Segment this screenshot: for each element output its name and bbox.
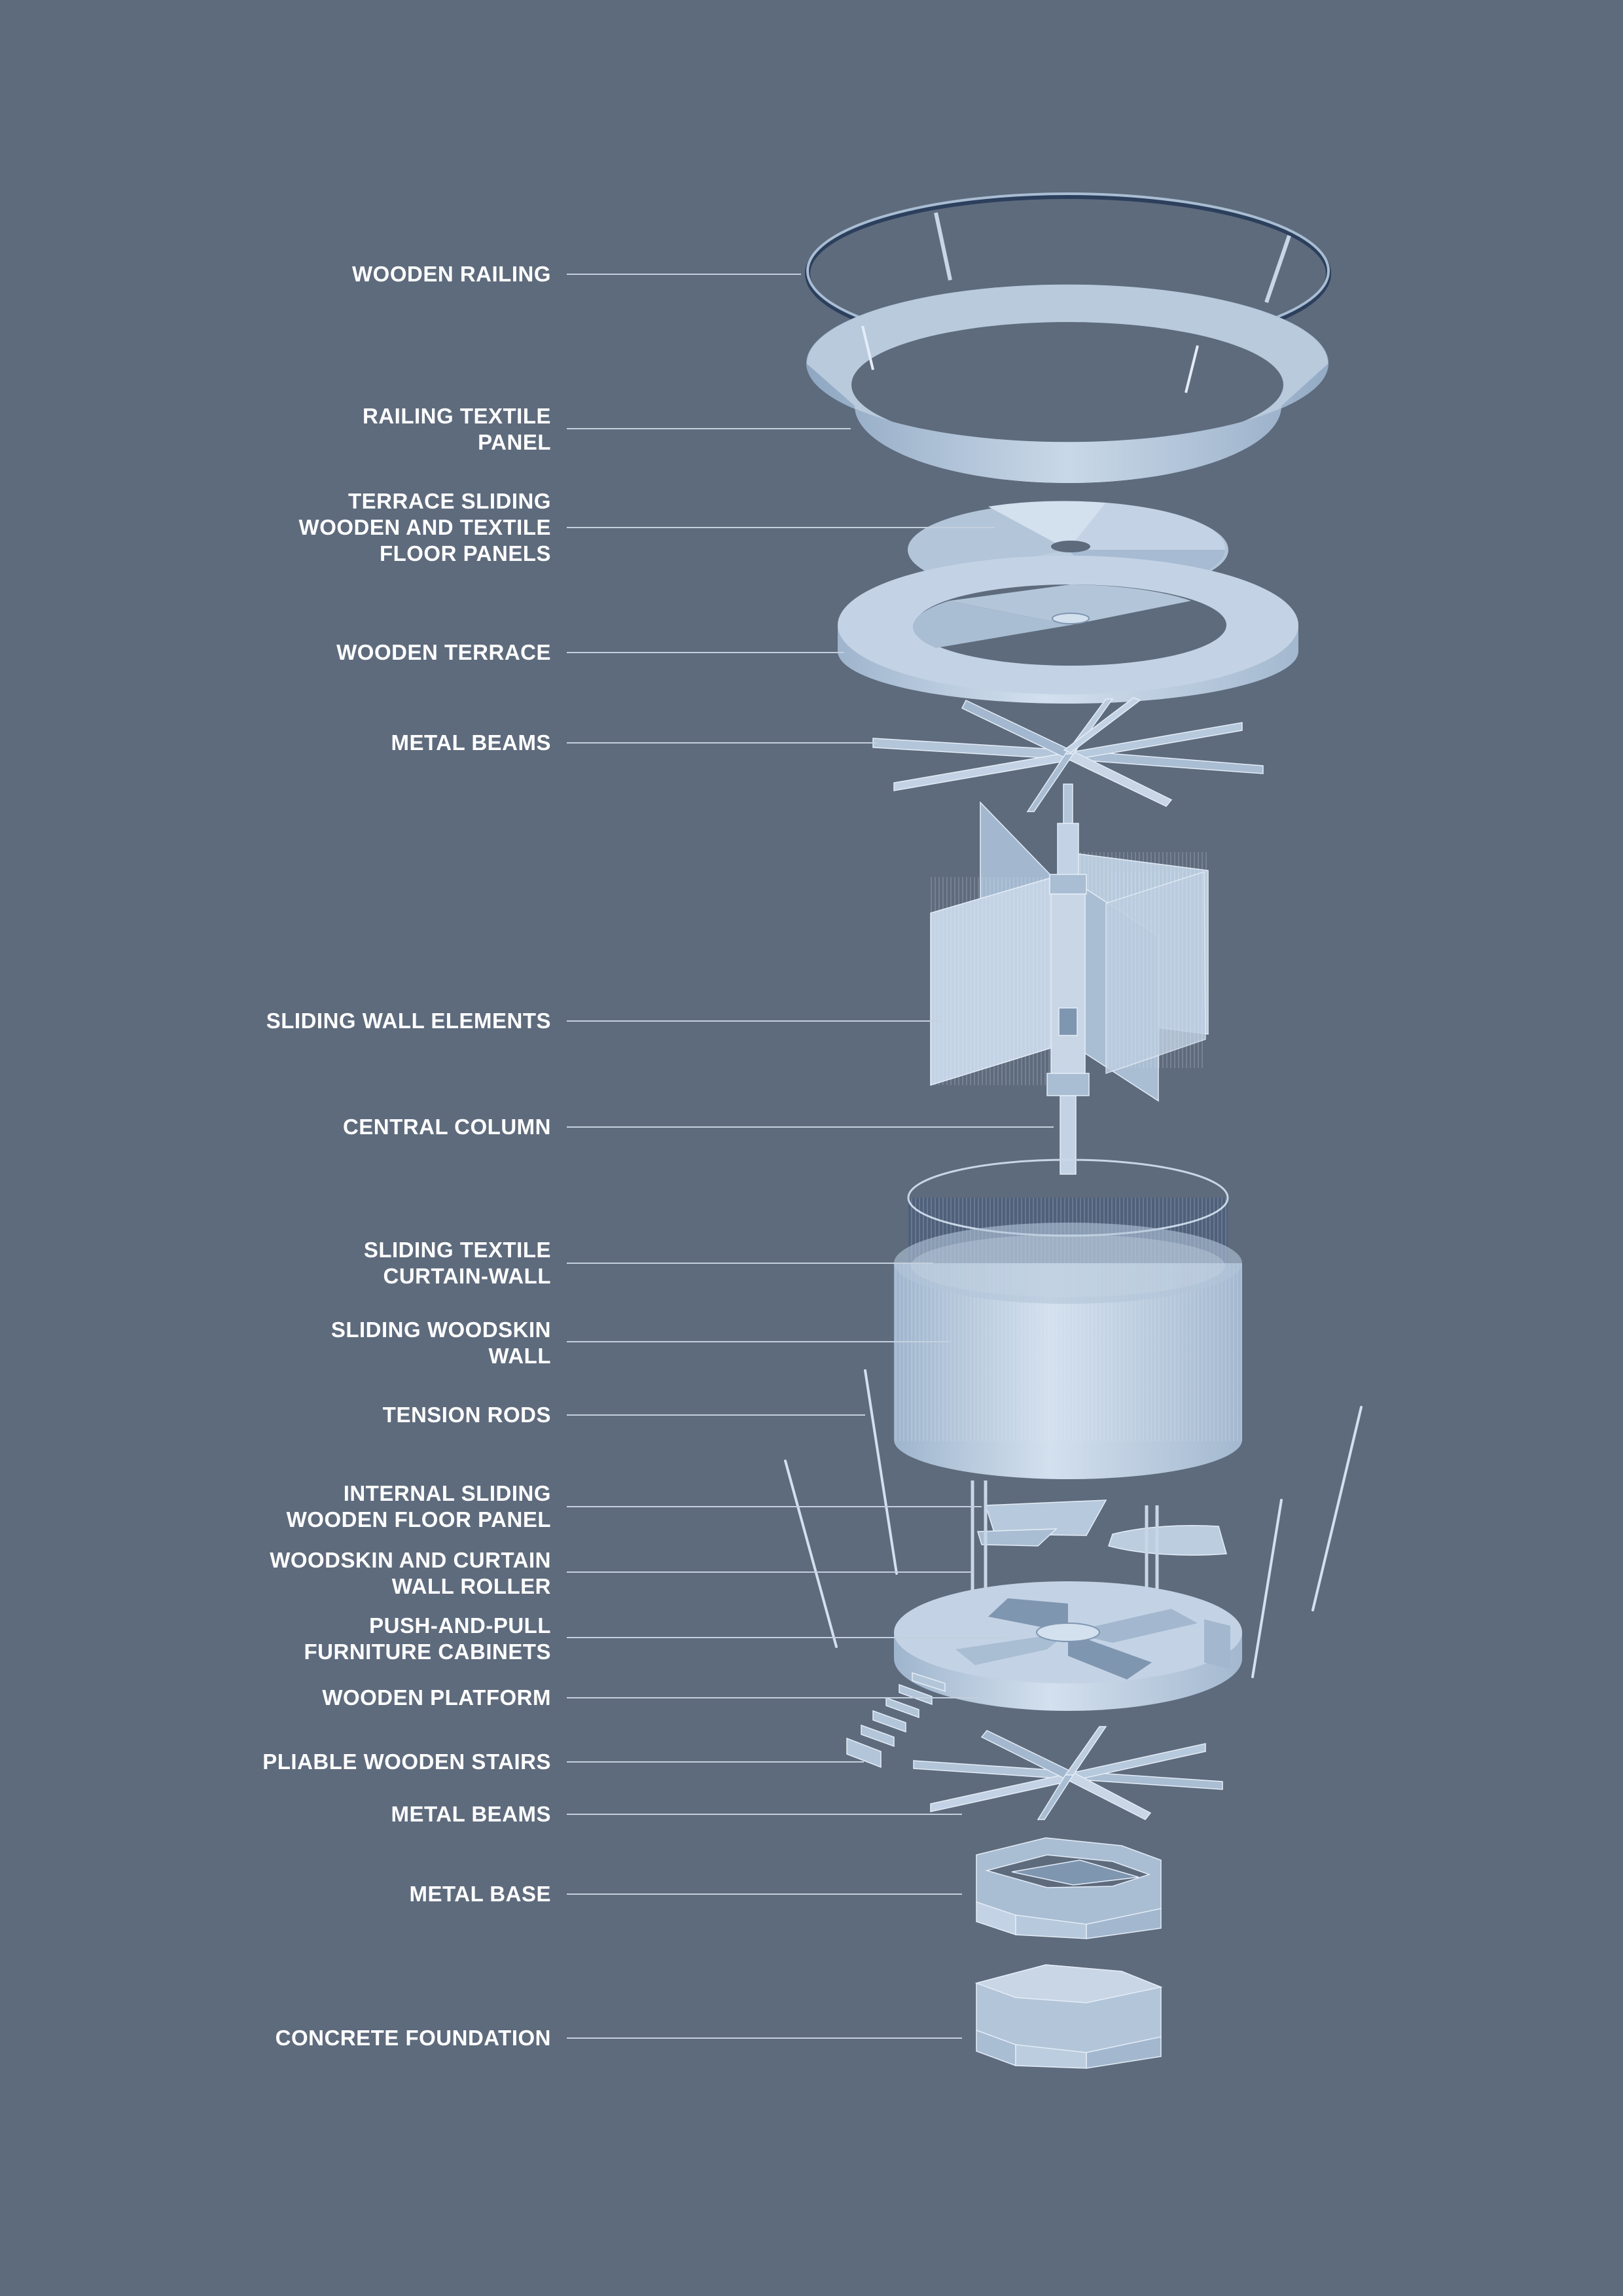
- wooden-platform-shape: [894, 1581, 1242, 1711]
- label-internal-sliding-floor-panel: INTERNAL SLIDING WOODEN FLOOR PANEL: [286, 1481, 551, 1532]
- label-metal-beams-bottom: METAL BEAMS: [391, 1802, 551, 1826]
- concrete-foundation-shape: [974, 1964, 1163, 2069]
- label-wooden-railing: WOODEN RAILING: [352, 262, 551, 286]
- label-wooden-terrace: WOODEN TERRACE: [336, 640, 551, 664]
- label-central-column: CENTRAL COLUMN: [342, 1115, 551, 1139]
- label-metal-beams-top: METAL BEAMS: [391, 730, 551, 755]
- railing-textile-panel-shape: [806, 284, 1329, 483]
- label-wooden-platform: WOODEN PLATFORM: [322, 1685, 551, 1710]
- label-metal-base: METAL BASE: [409, 1882, 551, 1906]
- label-woodskin-curtain-roller: WOODSKIN AND CURTAIN WALL ROLLER: [270, 1548, 551, 1598]
- label-railing-textile-panel: RAILING TEXTILE PANEL: [363, 404, 551, 454]
- sliding-wall-elements-shape: [930, 801, 1209, 1102]
- label-sliding-woodskin-wall: SLIDING WOODSKIN WALL: [330, 1318, 551, 1368]
- leader-lines: [567, 274, 1054, 2039]
- label-concrete-foundation: CONCRETE FOUNDATION: [275, 2026, 551, 2050]
- metal-beams-top-shape: [872, 697, 1264, 812]
- wooden-terrace-shape: [838, 556, 1298, 704]
- metal-beams-bottom-shape: [913, 1726, 1223, 1820]
- metal-base-shape: [976, 1837, 1162, 1939]
- internal-sliding-floor-panel-shape: [977, 1499, 1227, 1556]
- label-sliding-textile-curtain-wall: SLIDING TEXTILE CURTAIN-WALL: [363, 1238, 551, 1288]
- pliable-wooden-stairs-shape: [846, 1672, 946, 1768]
- label-terrace-sliding-panels: TERRACE SLIDING WOODEN AND TEXTILE FLOOR…: [298, 489, 551, 565]
- label-sliding-wall-elements: SLIDING WALL ELEMENTS: [266, 1009, 551, 1033]
- sliding-woodskin-wall-shape: [894, 1223, 1242, 1479]
- central-column-shape: [1046, 783, 1090, 1175]
- tension-rods-shape: [784, 1369, 1363, 1678]
- label-push-pull-cabinets: PUSH-AND-PULL FURNITURE CABINETS: [304, 1613, 551, 1664]
- label-pliable-wooden-stairs: PLIABLE WOODEN STAIRS: [262, 1749, 551, 1774]
- label-tension-rods: TENSION RODS: [382, 1403, 551, 1427]
